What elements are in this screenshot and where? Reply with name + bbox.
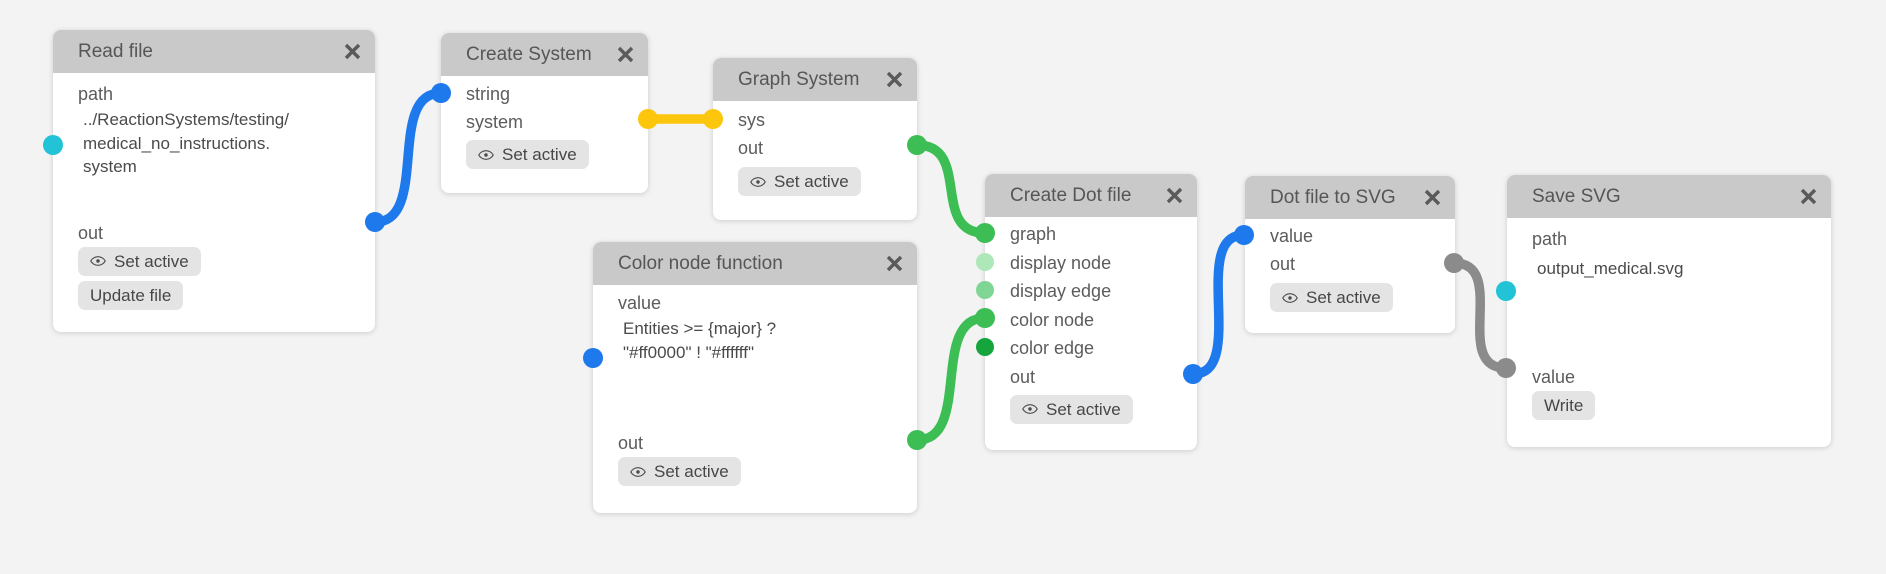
node-dot-file-to-svg[interactable]: Dot file to SVG value out Set active: [1245, 176, 1455, 333]
port-label-out: out: [618, 433, 644, 453]
button-label: Set active: [114, 251, 189, 271]
edge-dot_file_to_svg.out-to-save_svg.value[interactable]: [1449, 258, 1511, 373]
value-field[interactable]: Entities >= {major} ? "#ff0000" ! "#ffff…: [623, 319, 777, 362]
port-label-system: system: [466, 112, 524, 132]
edge-create_dot_file.out-to-dot_file_to_svg.value[interactable]: [1188, 230, 1249, 379]
button-label: Set active: [1306, 288, 1381, 307]
node-graph-system[interactable]: Graph System sys out Set active: [713, 58, 917, 220]
node-title: Create Dot file: [1010, 184, 1132, 206]
close-icon: [886, 255, 902, 272]
eye-icon: [478, 149, 494, 161]
port-label-display-edge: display edge: [1010, 281, 1112, 302]
port-label-path: path: [78, 84, 114, 104]
port-label-out: out: [1010, 366, 1036, 387]
set-active-button[interactable]: Set active: [618, 457, 741, 486]
button-label: Set active: [502, 145, 577, 164]
eye-icon: [1022, 403, 1038, 415]
node-create-dot-file[interactable]: Create Dot file graph display node displ…: [985, 174, 1197, 450]
node-title: Read file: [78, 40, 153, 62]
close-button[interactable]: [615, 45, 635, 65]
close-icon: [886, 71, 902, 88]
eye-icon: [90, 255, 106, 267]
close-button[interactable]: [1422, 188, 1442, 208]
close-button[interactable]: [884, 254, 904, 274]
port-label-value: value: [618, 293, 662, 313]
node-header[interactable]: Create System: [441, 33, 648, 76]
node-save-svg[interactable]: Save SVG path output_medical.svg value W…: [1507, 175, 1831, 447]
button-label: Write: [1544, 395, 1584, 415]
path-value-field[interactable]: output_medical.svg: [1537, 259, 1684, 278]
port-label-value: value: [1532, 366, 1576, 387]
node-header[interactable]: Save SVG: [1507, 175, 1831, 218]
close-button[interactable]: [1798, 187, 1818, 207]
node-header[interactable]: Read file: [53, 30, 375, 73]
edge-graph_system.out-to-create_dot_file.graph[interactable]: [912, 140, 990, 238]
port-label-color-edge: color edge: [1010, 338, 1095, 359]
port-label-string: string: [466, 84, 511, 104]
spacer: [618, 364, 619, 429]
update-file-button[interactable]: Update file: [78, 280, 184, 310]
port-label-value: value: [1270, 226, 1314, 246]
close-icon: [344, 43, 360, 60]
set-active-button[interactable]: Set active: [1010, 394, 1133, 424]
button-label: Set active: [654, 462, 729, 481]
close-icon: [617, 46, 633, 63]
spacer: [1532, 281, 1533, 363]
node-read-file[interactable]: Read file path ../ReactionSystems/testin…: [53, 30, 375, 332]
close-icon: [1800, 188, 1816, 205]
port-label-sys: sys: [738, 110, 765, 130]
close-icon: [1424, 189, 1440, 206]
edge-color_node_function.out-to-create_dot_file.color_node[interactable]: [912, 313, 990, 445]
port-label-path: path: [1532, 229, 1568, 249]
eye-icon: [1282, 292, 1298, 304]
path-value-field[interactable]: ../ReactionSystems/testing/ medical_no_i…: [83, 110, 289, 176]
write-button[interactable]: Write: [1532, 390, 1596, 420]
node-header[interactable]: Create Dot file: [985, 174, 1197, 217]
node-title: Graph System: [738, 68, 860, 90]
node-title: Color node function: [618, 252, 783, 274]
button-label: Update file: [90, 285, 172, 305]
node-header[interactable]: Dot file to SVG: [1245, 176, 1455, 219]
port-label-out: out: [78, 222, 104, 243]
port-label-graph: graph: [1010, 224, 1057, 244]
node-header[interactable]: Graph System: [713, 58, 917, 101]
node-color-node-function[interactable]: Color node function value Entities >= {m…: [593, 242, 917, 513]
edge-read_file.out-to-create_system.string[interactable]: [370, 88, 446, 227]
node-title: Create System: [466, 43, 592, 65]
set-active-button[interactable]: Set active: [1270, 283, 1393, 312]
button-label: Set active: [774, 172, 849, 191]
node-header[interactable]: Color node function: [593, 242, 917, 285]
set-active-button[interactable]: Set active: [738, 167, 861, 196]
eye-icon: [630, 466, 646, 478]
node-create-system[interactable]: Create System string system Set active: [441, 33, 648, 193]
close-button[interactable]: [884, 70, 904, 90]
close-icon: [1166, 187, 1182, 204]
close-button[interactable]: [342, 42, 362, 62]
spacer: [78, 179, 79, 219]
set-active-button[interactable]: Set active: [78, 246, 201, 276]
close-button[interactable]: [1164, 186, 1184, 206]
port-label-color-node: color node: [1010, 309, 1095, 330]
port-label-out: out: [738, 138, 764, 158]
node-title: Dot file to SVG: [1270, 186, 1396, 208]
set-active-button[interactable]: Set active: [466, 140, 589, 169]
eye-icon: [750, 176, 766, 188]
port-label-display-node: display node: [1010, 252, 1112, 273]
node-title: Save SVG: [1532, 185, 1621, 207]
button-label: Set active: [1046, 399, 1121, 419]
port-label-out: out: [1270, 254, 1296, 274]
